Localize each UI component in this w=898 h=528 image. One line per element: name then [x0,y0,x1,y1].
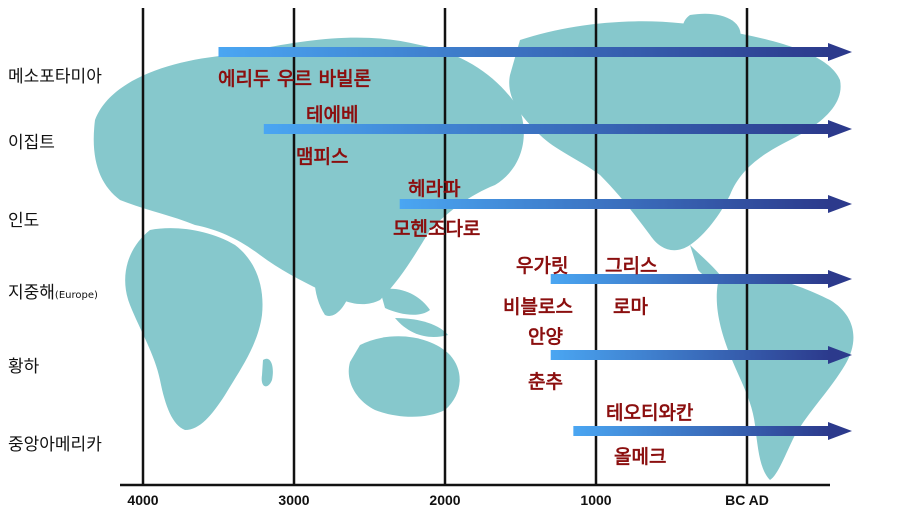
continents [93,13,854,480]
civ-anyang: 안양 [528,326,563,348]
civ-ugarit: 우가릿 [516,255,569,277]
timeline-arrow-3 [550,270,852,288]
civ-greece: 그리스 [605,255,658,277]
tick-label-4000: 4000 [127,492,159,508]
region-sublabel-europe: (Europe) [54,290,98,301]
tick-label-2000: 2000 [429,492,461,508]
region-label-egypt: 이집트 [8,133,55,153]
region-label-yellow-river: 황하 [8,357,40,377]
tick-label-bc-ad: BC AD [725,492,769,508]
timeline-arrow-2 [399,195,852,213]
civ-harappa: 헤라파 [408,178,461,200]
tick-label-1000: 1000 [580,492,612,508]
civ-olmec: 올메크 [614,446,667,468]
civ-thebes: 테에베 [306,104,359,126]
civ-byblos: 비블로스 [503,296,573,318]
timeline-arrow-4 [550,346,852,364]
region-label-central-america: 중앙아메리카 [8,435,102,455]
civ-chunqiu: 춘추 [528,371,563,393]
region-label-india: 인도 [8,211,40,231]
civ-memphis: 맴피스 [296,146,349,168]
region-label-mesopotamia: 메소포타미아 [8,67,102,87]
tick-label-3000: 3000 [278,492,310,508]
region-label-mediterranean: 지중해(Europe) [8,283,98,303]
civ-rome: 로마 [613,296,648,318]
civ-mohenjo-daro: 모헨조다로 [393,218,481,240]
timeline-arrow-0 [218,43,852,61]
timeline-arrow-1 [263,120,852,138]
timeline-arrow-5 [573,422,852,440]
civ-eridu-ur-babylon: 에리두 우르 바빌론 [218,68,372,90]
civ-teotihuacan: 테오티와칸 [606,402,694,424]
